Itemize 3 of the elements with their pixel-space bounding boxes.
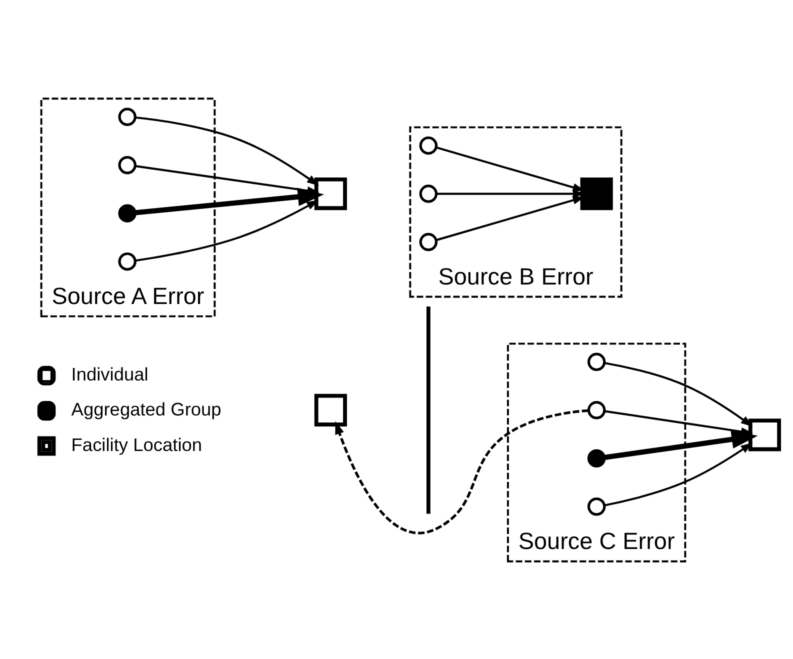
legend-label: Individual [71, 362, 148, 384]
legend-label: Facility Location [71, 433, 202, 454]
legend-label: Aggregated Group [71, 398, 222, 420]
